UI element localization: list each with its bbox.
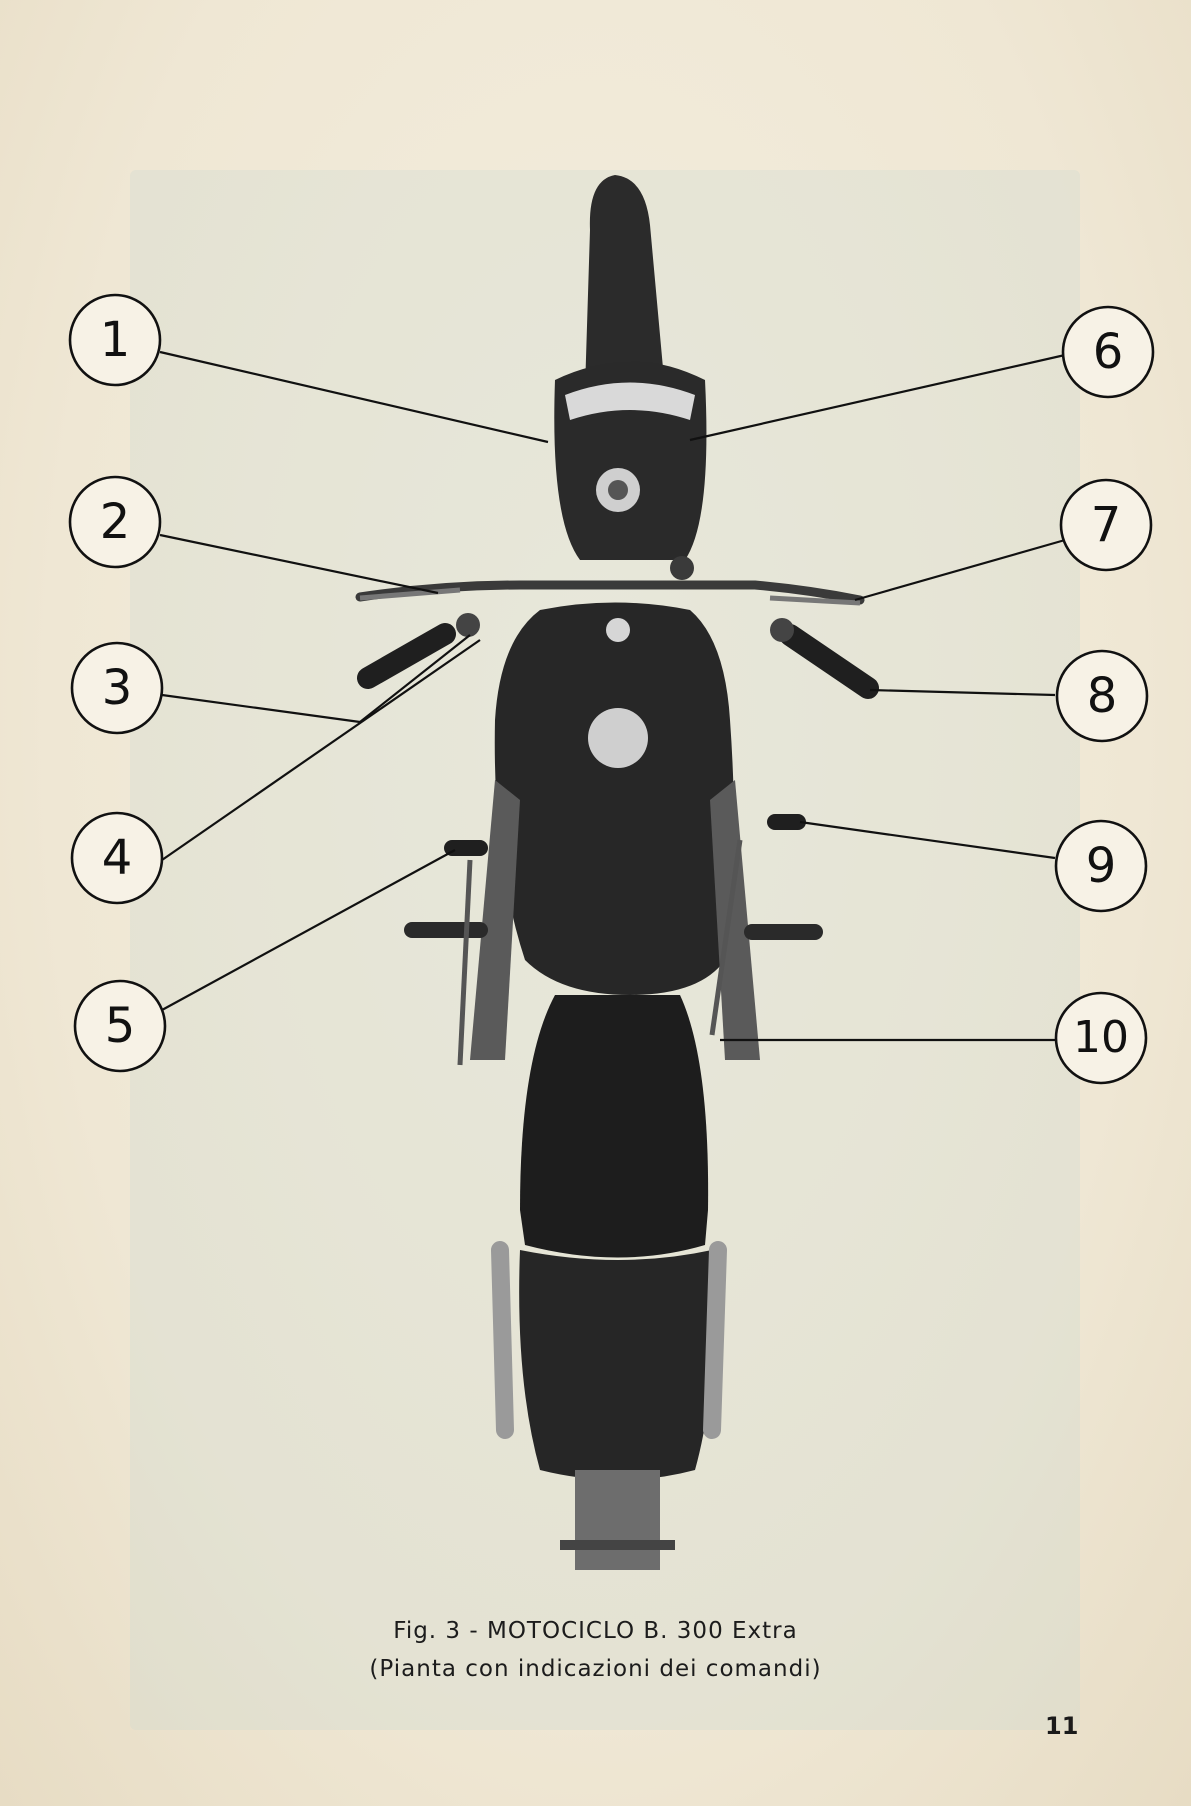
callout-number-2: 2 [99,494,131,550]
leader-line-2 [159,533,439,595]
callout-circle-8 [1055,649,1149,743]
leader-line-9 [799,820,1056,860]
leader-line-7 [854,538,1066,602]
callout-number-8: 8 [1086,668,1118,724]
callout-circle-4 [70,811,164,905]
callout-circle-5 [73,979,167,1073]
callout-circle-9 [1054,819,1148,913]
leader-line-3 [161,693,361,724]
figure-caption-title: Fig. 3 - MOTOCICLO B. 300 Extra [393,1618,798,1644]
page-number: 11 [1045,1712,1079,1740]
motorcycle-illustration [355,175,879,1570]
callout-number-3: 3 [101,660,133,716]
callout-number-6: 6 [1092,324,1124,380]
callout-circle-10 [1054,991,1148,1085]
callout-number-7: 7 [1090,497,1122,553]
callout-number-1: 1 [99,312,131,368]
callout-circle-2 [68,475,162,569]
callout-circle-3 [70,641,164,735]
leader-line-6 [689,353,1066,442]
figure-caption-subtitle: (Pianta con indicazioni dei comandi) [369,1656,822,1682]
callout-number-9: 9 [1085,838,1117,894]
callout-circle-7 [1059,478,1153,572]
leader-line-1 [159,350,549,444]
leader-line-8 [869,688,1056,697]
leader-line-3b [359,634,471,723]
callout-number-5: 5 [104,998,136,1054]
leader-line-4 [161,639,481,861]
callout-circle-6 [1061,305,1155,399]
callout-number-10: 10 [1073,1012,1129,1063]
callout-number-4: 4 [101,830,133,886]
callout-circle-1 [68,293,162,387]
leader-line-5 [161,849,456,1011]
